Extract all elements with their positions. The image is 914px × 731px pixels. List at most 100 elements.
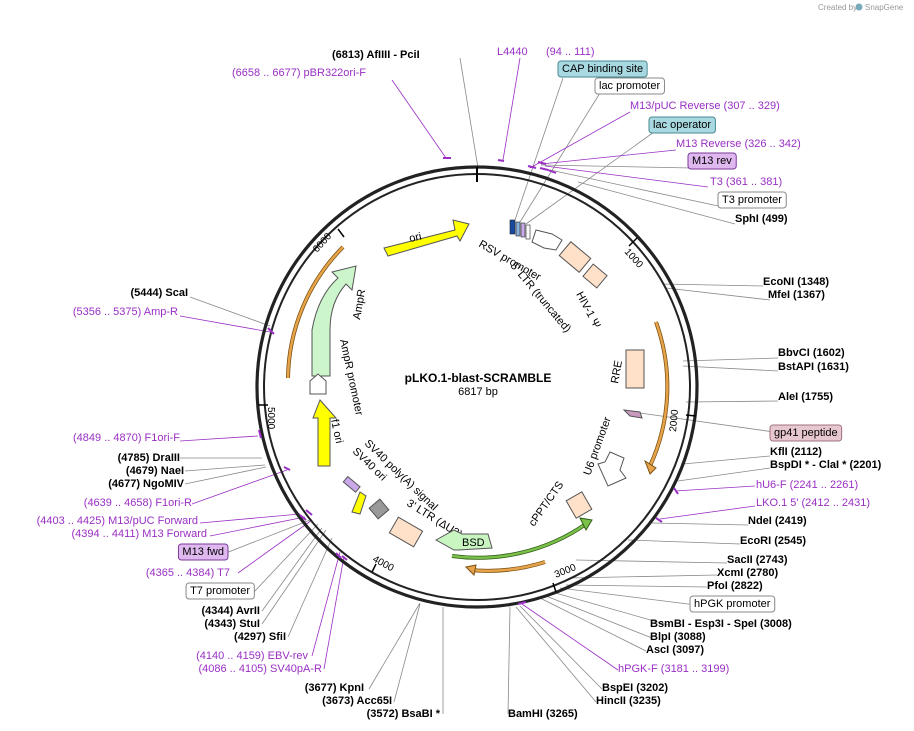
- map-label: (4639 .. 4658) F1ori-R: [84, 497, 192, 509]
- map-label-text: HincII (3235): [596, 695, 661, 707]
- map-label: XcmI (2780): [717, 567, 778, 579]
- map-label-text: XcmI (2780): [717, 567, 778, 579]
- map-label-text: (4639 .. 4658) F1ori-R: [84, 497, 192, 509]
- orange-arc-right-head: [643, 459, 657, 475]
- map-label-box: [177, 543, 229, 561]
- ori-label: ori: [408, 231, 422, 245]
- map-label: MfeI (1367): [768, 289, 825, 301]
- map-label-text: SacII (2743): [727, 554, 788, 566]
- map-label: (4394 .. 4411) M13 Forward: [71, 528, 207, 540]
- hiv-label: HIV-1 Ψ: [573, 290, 602, 331]
- ampr-promoter-label: AmpR promoter: [337, 338, 365, 417]
- map-label-text: M13 fwd: [182, 546, 224, 558]
- gp41-feature: [622, 409, 643, 419]
- map-label-text: (6658 .. 6677) pBR322ori-F: [232, 67, 366, 79]
- map-label: BstAPI (1631): [778, 361, 849, 373]
- map-label: hPGK-F (3181 .. 3199): [618, 663, 729, 675]
- cap-site-feature: [509, 219, 516, 235]
- bsd-label: BSD: [462, 537, 485, 549]
- map-label-text: (4849 .. 4870) F1ori-F: [73, 432, 180, 444]
- map-label: SphI (499): [735, 213, 788, 225]
- rsv-label: RSV promoter: [477, 238, 544, 283]
- map-label: (6813) AfIIII - PciI: [332, 49, 420, 61]
- map-label-text: BlpI (3088): [650, 631, 706, 643]
- map-label-text: hPGK-F (3181 .. 3199): [618, 663, 729, 675]
- map-label-text: (4677) NgoMIV: [108, 478, 184, 490]
- map-label-text: (5356 .. 5375) Amp-R: [73, 306, 178, 318]
- map-label-text: (3677) KpnI: [305, 682, 364, 694]
- map-label-text: MfeI (1367): [768, 289, 825, 301]
- rre-feature: [625, 349, 645, 389]
- tick-1000-mark: [628, 237, 638, 247]
- 5ltr-feature: [558, 241, 592, 273]
- hiv-feature: [582, 263, 608, 289]
- map-label: BspDI * - ClaI * (2201): [770, 459, 882, 471]
- ampr-promoter-feature: [309, 373, 327, 395]
- map-label-text: L4440: [497, 46, 528, 58]
- map-label-text: gp41 peptide: [774, 427, 838, 439]
- map-label: KflI (2112): [770, 446, 822, 458]
- tick-6000: 6000: [311, 231, 334, 255]
- map-label: (6658 .. 6677) pBR322ori-F: [232, 67, 366, 79]
- t3-promoter-feature: [525, 224, 531, 240]
- plasmid-name: pLKO.1-blast-SCRAMBLE: [405, 371, 552, 385]
- plasmid-size: 6817 bp: [458, 386, 498, 398]
- map-label-text: (4297) SfiI: [234, 631, 286, 643]
- map-label-box: [185, 582, 255, 600]
- map-label-text: (6813) AfIIII - PciI: [332, 49, 420, 61]
- ampr-feature: [311, 265, 357, 377]
- map-label: BbvCI (1602): [778, 347, 845, 359]
- annotation-labels: (6813) AfIIII - PciI L4440 (94 .. 111) (665…: [37, 46, 882, 720]
- map-label: (4679) NaeI: [126, 465, 184, 477]
- map-label-text: (4785) DraIII: [118, 452, 180, 464]
- map-label-text: NdeI (2419): [748, 515, 807, 527]
- map-label-box: [689, 595, 776, 613]
- bsd-feature: [434, 529, 493, 551]
- map-label-box: [717, 191, 787, 209]
- map-label: lac promoter: [594, 77, 665, 95]
- orange-arc-right: [648, 321, 669, 467]
- tick-3000-mark: [552, 582, 557, 593]
- map-label: (4403 .. 4425) M13/pUC Forward: [37, 515, 198, 527]
- map-label-text: (4403 .. 4425) M13/pUC Forward: [37, 515, 198, 527]
- map-label: (3572) BsaBI *: [367, 708, 441, 720]
- map-label-text: (4679) NaeI: [126, 465, 184, 477]
- map-label-text: hPGK promoter: [694, 598, 771, 610]
- map-label: M13/pUC Reverse (307 .. 329): [630, 100, 780, 112]
- map-label-box: [648, 116, 716, 134]
- tick-4000-mark: [371, 563, 377, 573]
- map-label-text: (3572) BsaBI *: [367, 708, 441, 720]
- map-label-box: [769, 424, 843, 442]
- grey-block-feature: [368, 498, 390, 520]
- map-label: (4365 .. 4384) T7: [146, 567, 230, 579]
- map-label: T7 promoter: [185, 582, 255, 600]
- green-arc: [451, 522, 587, 559]
- leader-lines: [179, 57, 779, 715]
- map-label-text: SphI (499): [735, 213, 788, 225]
- map-label: L4440: [497, 46, 528, 58]
- map-label: (4785) DraIII: [118, 452, 180, 464]
- map-label-box: [557, 60, 648, 78]
- u6-promoter-feature: [597, 451, 627, 487]
- map-label: (94 .. 111): [546, 46, 595, 58]
- map-label-text: LKO.1 5' (2412 .. 2431): [756, 497, 870, 509]
- map-label: T3 promoter: [717, 191, 787, 209]
- map-label: hPGK promoter: [689, 595, 776, 613]
- map-label-text: M13 rev: [692, 155, 732, 167]
- 3ltr-feature: [388, 516, 424, 548]
- map-label-text: CAP binding site: [562, 63, 643, 75]
- map-label-text: AleI (1755): [778, 391, 833, 403]
- map-label: lac operator: [648, 116, 716, 134]
- green-arc-head: [579, 517, 593, 532]
- map-label: (3677) KpnI: [305, 682, 364, 694]
- map-label-text: (94 .. 111): [546, 46, 595, 58]
- map-label: BsmBI - Esp3I - SpeI (3008): [650, 618, 792, 630]
- map-label: hU6-F (2241 .. 2261): [756, 479, 858, 491]
- map-label: (4344) AvrII: [202, 605, 261, 617]
- map-label: M13 Reverse (326 .. 342): [676, 138, 801, 150]
- map-label: AleI (1755): [778, 391, 833, 403]
- map-label: (4086 .. 4105) SV40pA-R: [198, 663, 322, 675]
- map-label-text: (4086 .. 4105) SV40pA-R: [198, 663, 322, 675]
- orange-arc-bottom-head: [464, 564, 477, 577]
- map-label-box: [594, 77, 665, 95]
